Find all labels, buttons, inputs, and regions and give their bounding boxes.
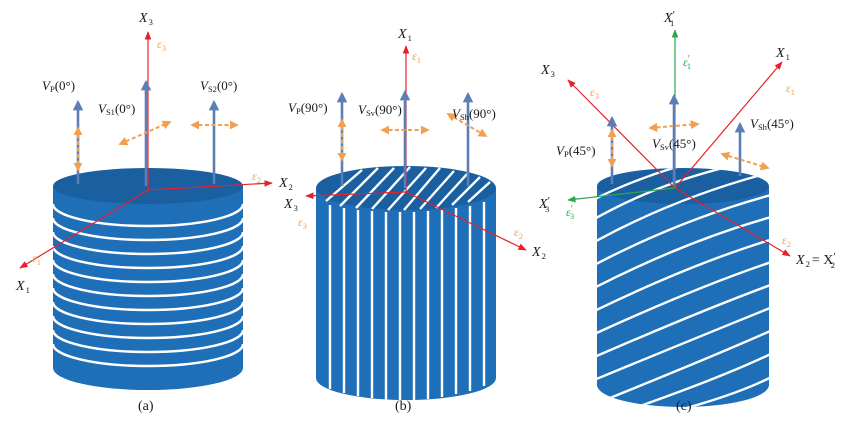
panel-a-caption: (a)	[138, 399, 154, 414]
panel-c-axis-x2	[674, 187, 791, 257]
panel-c-eps1-prime-label: ε′1	[683, 54, 691, 71]
panel-c-vsh-polarization	[720, 151, 770, 171]
panel-c-eps2-label: ε2	[782, 233, 791, 249]
panel-c-vsv-label: VSv(45°)	[652, 136, 696, 152]
panel-a-eps1-label: ε1	[32, 251, 41, 267]
panel-a-cylinder	[51, 168, 245, 390]
panel-b: X1 ε1 X3 ε3 X2 ε2 VP(90°) VSv(90°) VSh(9…	[283, 27, 546, 414]
panel-a-axis-x3-label: X3	[138, 11, 153, 27]
panel-a-axis-x1-label: X1	[15, 279, 30, 295]
panel-a-vp-label: VP(0°)	[42, 78, 75, 94]
panel-b-axis-x3-label: X3	[283, 197, 298, 213]
panel-c: X′1 ε′1 X1 ε1 X3 ε3 X′3 ε′3 ε2 X2= X′2 V…	[538, 9, 836, 414]
panel-a-polarization-arrows	[73, 120, 239, 172]
panel-b-axis-x2	[405, 191, 527, 251]
panel-a-vs2-label: VS2(0°)	[200, 78, 237, 94]
panel-b-vsv-label: VSv(90°)	[358, 102, 402, 118]
panel-c-axis-x3-prime-label: X′3	[538, 195, 550, 214]
panel-b-axis-x3	[305, 191, 407, 200]
panel-a-axis-x1	[19, 189, 149, 269]
panel-c-vp-label: VP(45°)	[556, 143, 596, 159]
panel-b-axis-x1-label: X1	[397, 27, 412, 43]
panel-a-axes	[19, 31, 273, 269]
panel-b-vsh-label: VSh(90°)	[452, 106, 496, 122]
panel-c-eps3-label: ε3	[590, 85, 599, 101]
panel-c-cylinder	[597, 168, 769, 407]
panel-c-axis-x1	[674, 61, 783, 189]
panel-c-axis-x3	[567, 79, 676, 189]
panel-a-vs1-label: VS1(0°)	[98, 101, 135, 117]
panel-c-eps3-prime-label: ε′3	[566, 204, 574, 221]
panel-b-vp-label: VP(90°)	[288, 100, 328, 116]
panel-a-eps2-label: ε2	[252, 169, 261, 185]
panel-b-cylinder	[316, 166, 496, 400]
panel-a-eps3-label: ε3	[157, 37, 166, 53]
panel-c-axis-x3-label: X3	[540, 63, 555, 79]
panel-c-vsh-label: VSh(45°)	[750, 116, 794, 132]
panel-b-polarization-arrows	[337, 113, 488, 162]
panel-c-polarization-arrows	[607, 120, 770, 171]
panel-c-vsv-polarization	[648, 120, 700, 132]
panel-c-axis-x3-prime	[567, 187, 676, 203]
panel-b-eps1-label: ε1	[412, 49, 421, 65]
panel-a-axis-x2-label: X2	[278, 176, 293, 192]
panel-c-axes	[567, 61, 791, 257]
panel-a: X3 ε3 X2 ε2 X1 ε1 VP(0°) VS1(0°) VS2(0°)…	[15, 11, 293, 414]
panel-a-axis-x2	[147, 180, 273, 191]
panel-c-caption: (c)	[676, 399, 692, 414]
panel-a-vs1-polarization	[118, 120, 172, 146]
panel-b-vsh-polarization	[446, 113, 488, 137]
panel-b-caption: (b)	[395, 399, 412, 414]
panel-c-axis-x2-label: X2= X′2	[795, 251, 836, 270]
panel-b-eps3-label: ε3	[298, 215, 307, 231]
panel-c-axis-x1-label: X1	[775, 46, 790, 62]
panel-c-axis-x1-prime-label: X′1	[663, 9, 675, 28]
panel-b-axis-x2-label: X2	[531, 245, 546, 261]
panel-b-eps2-label: ε2	[514, 225, 523, 241]
panel-c-eps1-label: ε1	[786, 81, 795, 97]
